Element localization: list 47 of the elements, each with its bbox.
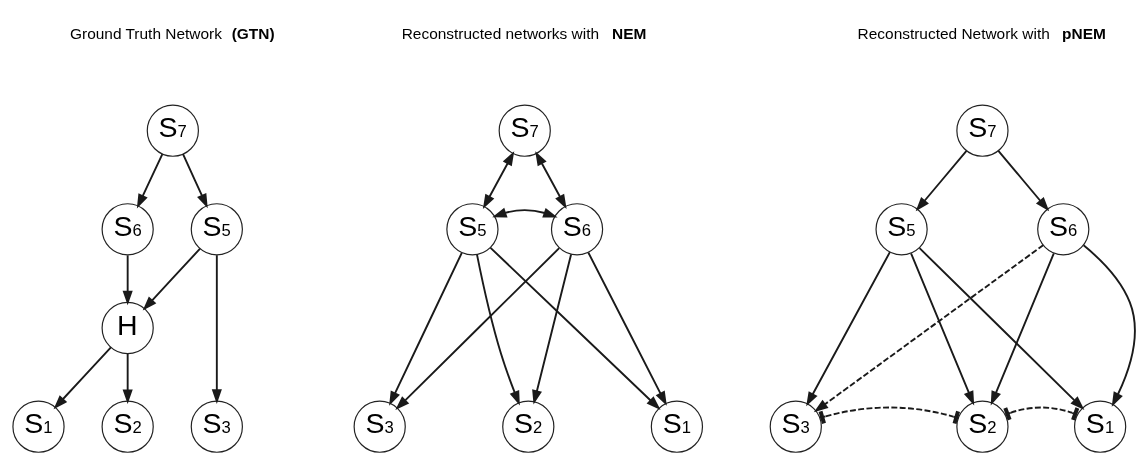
arrow xyxy=(492,207,558,218)
node-circle: S7 xyxy=(498,104,551,157)
arrow xyxy=(813,244,1045,413)
arrow xyxy=(910,252,975,406)
node-circle: S6 xyxy=(1037,203,1090,256)
arrow xyxy=(997,149,1050,212)
node-circle: S3 xyxy=(769,400,822,453)
node-circle: S6 xyxy=(550,203,604,256)
node-circle: S7 xyxy=(956,104,1009,157)
arrow xyxy=(806,251,891,407)
arrow xyxy=(915,149,968,212)
arrow xyxy=(482,151,515,209)
connector xyxy=(1003,406,1080,421)
arrow xyxy=(182,153,208,209)
arrow xyxy=(990,252,1055,406)
arrow xyxy=(476,253,520,406)
label: Ground Truth Network (GTN) xyxy=(70,25,275,43)
node-circle: H xyxy=(101,301,154,355)
node-circle: S7 xyxy=(146,104,199,157)
arrow xyxy=(389,251,463,406)
node-circle: S2 xyxy=(101,400,154,453)
arrow xyxy=(918,247,1085,411)
arrow xyxy=(211,254,222,404)
arrow xyxy=(587,251,667,406)
node-circle: S3 xyxy=(190,400,243,453)
node-circle: S5 xyxy=(875,203,928,256)
arrow xyxy=(489,246,661,410)
arrow xyxy=(532,253,572,405)
label: Reconstructed networks with NEM xyxy=(401,25,647,43)
arrow xyxy=(122,353,133,404)
node-circle: S6 xyxy=(101,203,154,256)
arrow xyxy=(1082,244,1136,407)
node-circle: S1 xyxy=(650,400,704,453)
arrow xyxy=(53,346,112,410)
node-circle: S2 xyxy=(956,400,1009,453)
node-circle: S5 xyxy=(446,203,499,256)
arrow xyxy=(535,151,567,209)
node-circle: S2 xyxy=(502,400,555,453)
label: Reconstructed Network with pNEM xyxy=(857,25,1106,43)
connector xyxy=(818,406,961,425)
node-circle: S5 xyxy=(190,203,243,256)
node-circle: S1 xyxy=(12,400,65,453)
node-circle: S3 xyxy=(353,400,406,453)
arrow xyxy=(136,153,164,209)
arrow xyxy=(142,247,201,311)
arrow xyxy=(395,247,561,411)
arrow xyxy=(122,254,133,306)
